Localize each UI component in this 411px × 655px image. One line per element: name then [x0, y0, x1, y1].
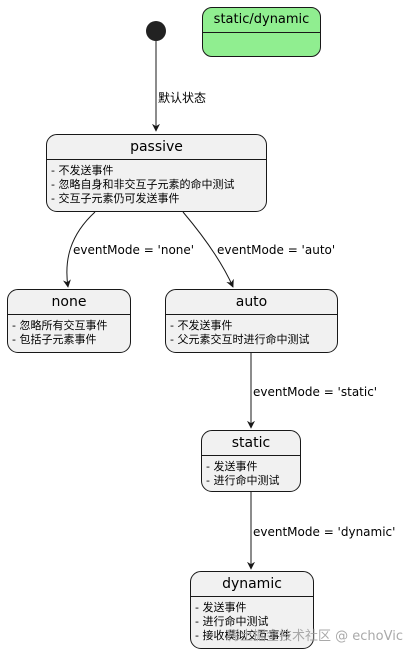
- state-passive-line: - 忽略自身和非交互子元素的命中测试: [51, 178, 235, 191]
- state-none: none - 忽略所有交互事件 - 包括子元素事件: [7, 289, 131, 353]
- edge-label-none: eventMode = 'none': [73, 243, 195, 257]
- state-static-title: static: [202, 431, 300, 456]
- legend-box: static/dynamic: [202, 7, 321, 57]
- state-none-line: - 忽略所有交互事件: [12, 319, 108, 332]
- state-dynamic-details: - 发送事件 - 进行命中测试 - 接收模拟交互事件: [191, 597, 313, 643]
- state-none-details: - 忽略所有交互事件 - 包括子元素事件: [8, 315, 130, 347]
- state-auto-line: - 父元素交互时进行命中测试: [170, 333, 310, 346]
- state-static-line: - 进行命中测试: [206, 474, 280, 487]
- state-dynamic: dynamic - 发送事件 - 进行命中测试 - 接收模拟交互事件: [190, 571, 314, 649]
- edge-passive-to-none: [62, 211, 96, 288]
- state-passive-line: - 交互子元素仍可发送事件: [51, 192, 180, 205]
- edge-passive-to-auto: [182, 211, 234, 288]
- edge-label-default-state: 默认状态: [158, 91, 207, 105]
- state-auto-details: - 不发送事件 - 父元素交互时进行命中测试: [166, 315, 337, 347]
- state-passive: passive - 不发送事件 - 忽略自身和非交互子元素的命中测试 - 交互子…: [46, 134, 267, 212]
- initial-state-dot: [146, 21, 166, 41]
- edge-label-auto: eventMode = 'auto': [217, 243, 336, 257]
- state-passive-line: - 不发送事件: [51, 164, 114, 177]
- state-static: static - 发送事件 - 进行命中测试: [201, 430, 301, 492]
- state-dynamic-line: - 接收模拟交互事件: [195, 629, 291, 642]
- state-none-line: - 包括子元素事件: [12, 333, 97, 346]
- state-static-line: - 发送事件: [206, 460, 258, 473]
- legend-label: static/dynamic: [203, 8, 320, 33]
- state-auto: auto - 不发送事件 - 父元素交互时进行命中测试: [165, 289, 338, 353]
- state-auto-title: auto: [166, 290, 337, 315]
- state-none-title: none: [8, 290, 130, 315]
- state-dynamic-line: - 发送事件: [195, 601, 247, 614]
- edge-label-dynamic: eventMode = 'dynamic': [253, 525, 396, 539]
- state-passive-title: passive: [47, 135, 266, 160]
- watermark: 稀土掘金技术社区 @ echoVic: [227, 629, 403, 644]
- state-static-details: - 发送事件 - 进行命中测试: [202, 456, 300, 488]
- state-dynamic-line: - 进行命中测试: [195, 615, 269, 628]
- state-dynamic-title: dynamic: [191, 572, 313, 597]
- state-passive-details: - 不发送事件 - 忽略自身和非交互子元素的命中测试 - 交互子元素仍可发送事件: [47, 160, 266, 206]
- edge-label-static: eventMode = 'static': [253, 385, 378, 399]
- state-auto-line: - 不发送事件: [170, 319, 233, 332]
